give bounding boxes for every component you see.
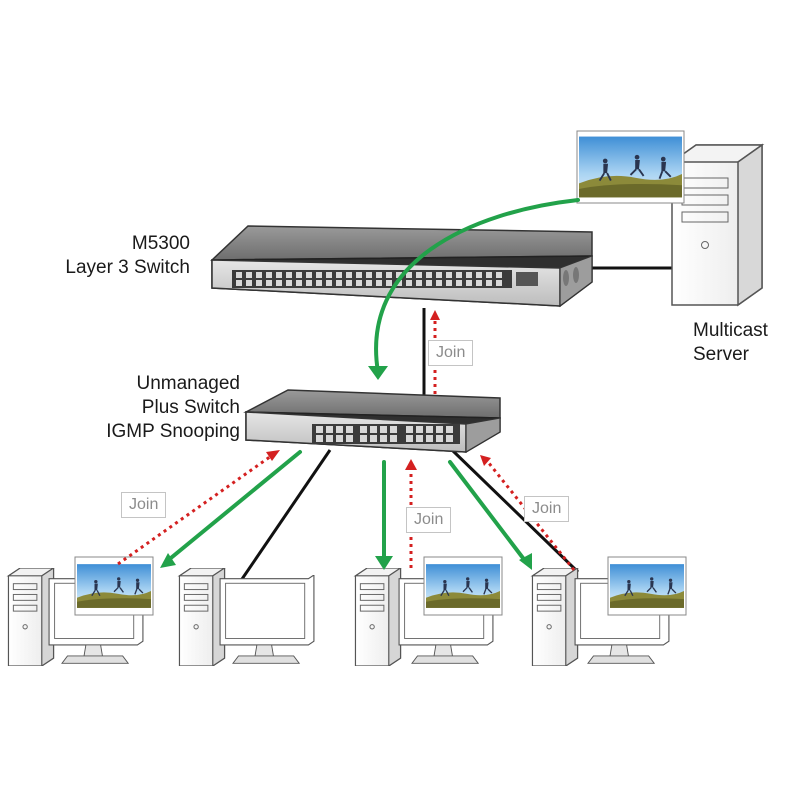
- l3-switch-name: M5300: [131, 233, 190, 254]
- layer3-switch-icon: [210, 225, 593, 308]
- l3-switch-label: M5300 Layer 3 Switch: [40, 232, 190, 280]
- pc1-desktop-icon: [7, 556, 154, 666]
- server-label: Multicast Server: [693, 319, 768, 367]
- join-label-uplink: Join: [428, 340, 474, 366]
- server-label-line1: Multicast: [693, 320, 768, 341]
- pc4-desktop-icon: [531, 556, 687, 666]
- join-pc4: [486, 461, 576, 571]
- stream-to-pc4: [448, 460, 528, 564]
- multicast-stream-arrows: [164, 198, 580, 564]
- server-label-line2: Server: [693, 344, 749, 365]
- join-label-pc1: Join: [121, 492, 167, 518]
- stream-to-pc1: [164, 450, 302, 564]
- plus-switch-line2: Plus Switch: [141, 397, 240, 418]
- join-arrowheads: [266, 310, 491, 470]
- pc2-desktop-icon: [178, 568, 315, 666]
- pc4-cable: [450, 448, 580, 574]
- pc3-desktop-icon: [354, 556, 503, 666]
- l3-switch-type: Layer 3 Switch: [65, 257, 190, 278]
- plus-switch-label: Unmanaged Plus Switch IGMP Snooping: [60, 372, 240, 444]
- plus-switch-line1: Unmanaged: [136, 373, 240, 394]
- stream-arrowheads: [160, 366, 532, 570]
- pc2-cable: [238, 449, 332, 583]
- stream-server-to-switch: [374, 198, 580, 374]
- join-label-pc4: Join: [524, 496, 570, 522]
- multicast-server-icon: [669, 143, 765, 307]
- unmanaged-switch-icon: [243, 389, 501, 454]
- join-label-pc3: Join: [406, 507, 452, 533]
- plus-switch-line3: IGMP Snooping: [106, 421, 240, 442]
- server-video-thumbnail-icon: [576, 130, 685, 204]
